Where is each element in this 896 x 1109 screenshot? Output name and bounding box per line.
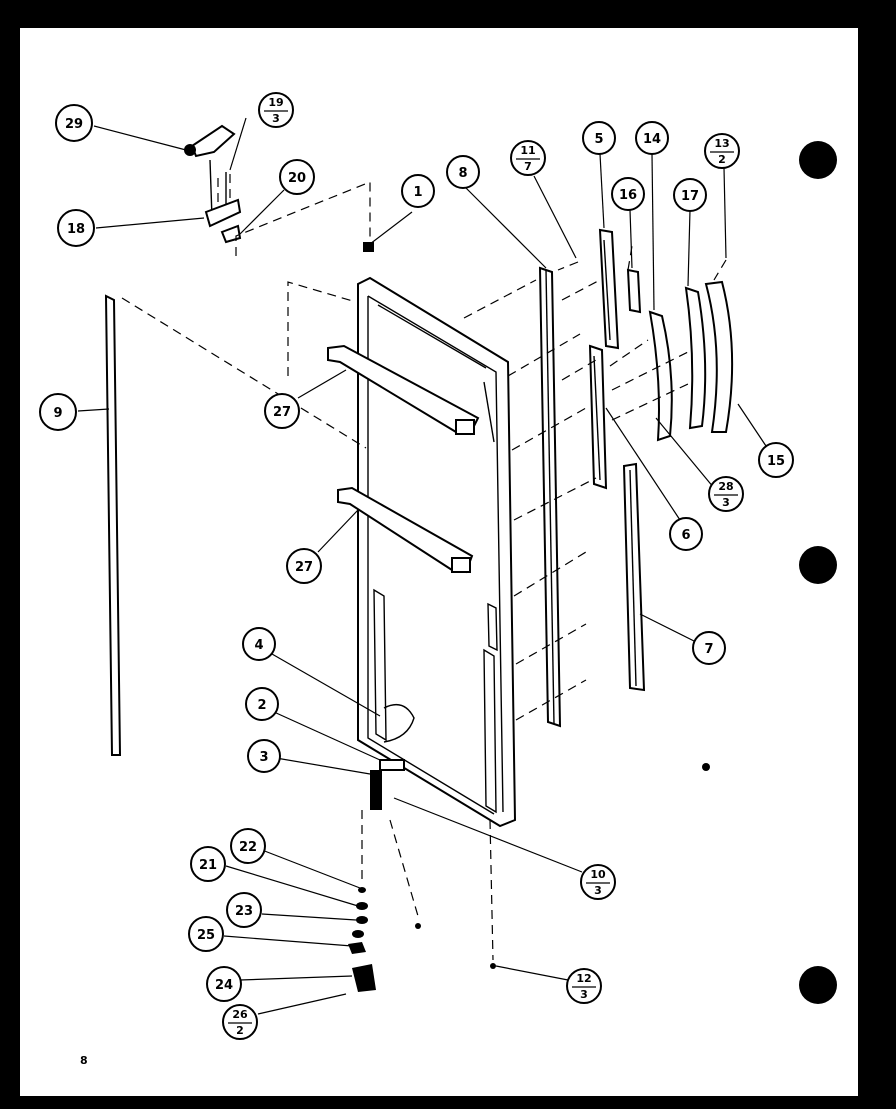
callout-27-lower: 27 xyxy=(286,548,322,584)
callout-25: 25 xyxy=(188,916,224,952)
svg-text:29: 29 xyxy=(65,117,83,132)
callout-9: 9 xyxy=(39,393,77,431)
svg-text:22: 22 xyxy=(239,840,257,855)
svg-text:7: 7 xyxy=(524,160,532,173)
door-gasket-part xyxy=(77,294,122,756)
callout-5: 5 xyxy=(582,121,616,155)
trim-strip-5-part xyxy=(598,228,620,350)
svg-text:10: 10 xyxy=(590,868,606,881)
callout-26-over-2: 26 2 xyxy=(222,1004,258,1040)
handle-part-15 xyxy=(704,280,734,433)
callout-22: 22 xyxy=(230,828,266,864)
svg-text:17: 17 xyxy=(681,189,699,204)
handle-part-17 xyxy=(684,286,707,430)
callout-4: 4 xyxy=(242,627,276,661)
callout-19-over-3: 19 3 xyxy=(258,92,294,128)
svg-text:2: 2 xyxy=(718,153,726,166)
svg-text:5: 5 xyxy=(594,132,603,147)
callout-11-over-7: 11 7 xyxy=(510,140,546,176)
svg-text:3: 3 xyxy=(594,884,602,897)
svg-text:12: 12 xyxy=(576,972,591,985)
svg-text:1: 1 xyxy=(413,185,422,200)
svg-text:28: 28 xyxy=(718,480,733,493)
callout-3: 3 xyxy=(247,739,281,773)
callout-18: 18 xyxy=(57,209,95,247)
svg-text:3: 3 xyxy=(272,112,280,125)
top-hinge-assembly xyxy=(184,124,374,252)
trim-strip-7-part xyxy=(622,462,646,692)
callout-8: 8 xyxy=(446,155,480,189)
binder-hole-middle xyxy=(799,546,837,584)
svg-text:27: 27 xyxy=(295,560,313,575)
bracket-16-part xyxy=(626,268,642,314)
shelf-rail-lower-part xyxy=(337,486,474,574)
svg-text:23: 23 xyxy=(235,904,253,919)
callout-7: 7 xyxy=(692,631,726,665)
svg-text:3: 3 xyxy=(580,988,588,1001)
bottom-hinge-assembly xyxy=(348,759,496,992)
svg-text:25: 25 xyxy=(197,928,215,943)
shelf-rail-upper-part xyxy=(327,344,480,436)
stray-dot xyxy=(702,763,710,771)
parts-diagram-sheet: 1 2 3 4 5 6 7 8 9 14 15 16 xyxy=(20,28,858,1096)
callout-27-upper: 27 xyxy=(264,393,300,429)
callout-17: 17 xyxy=(673,178,707,212)
callout-29: 29 xyxy=(55,104,93,142)
callout-28-over-3: 28 3 xyxy=(708,476,744,512)
svg-text:16: 16 xyxy=(619,188,637,203)
svg-text:3: 3 xyxy=(259,750,268,765)
svg-text:2: 2 xyxy=(236,1024,244,1037)
svg-text:19: 19 xyxy=(268,96,283,109)
svg-text:21: 21 xyxy=(199,858,217,873)
door-liner-strip-part xyxy=(538,266,562,728)
svg-text:26: 26 xyxy=(232,1008,248,1021)
callout-10-over-3: 10 3 xyxy=(580,864,616,900)
trim-strip-6-part xyxy=(588,344,608,490)
callout-23: 23 xyxy=(226,892,262,928)
exploded-view-diagram: 1 2 3 4 5 6 7 8 9 14 15 16 xyxy=(39,92,837,1067)
callout-24: 24 xyxy=(206,966,242,1002)
svg-text:6: 6 xyxy=(681,528,690,543)
svg-text:18: 18 xyxy=(67,222,85,237)
callout-2: 2 xyxy=(245,687,279,721)
callout-13-over-2: 13 2 xyxy=(704,133,740,169)
svg-text:27: 27 xyxy=(273,405,291,420)
leader-lines xyxy=(93,117,767,1015)
svg-text:4: 4 xyxy=(254,638,263,653)
callout-6: 6 xyxy=(669,517,703,551)
svg-text:7: 7 xyxy=(704,642,713,657)
assembly-dashed-lines xyxy=(121,174,727,961)
callout-21: 21 xyxy=(190,846,226,882)
svg-text:24: 24 xyxy=(215,978,233,993)
svg-text:20: 20 xyxy=(288,171,306,186)
callout-1: 1 xyxy=(401,174,435,208)
page-number: 8 xyxy=(80,1054,88,1067)
callout-12-over-3: 12 3 xyxy=(566,968,602,1004)
svg-text:3: 3 xyxy=(722,496,730,509)
callout-16: 16 xyxy=(611,177,645,211)
callout-14: 14 xyxy=(635,121,669,155)
binder-hole-bottom xyxy=(799,966,837,1004)
svg-text:13: 13 xyxy=(714,137,729,150)
binder-hole-top xyxy=(799,141,837,179)
svg-text:9: 9 xyxy=(53,406,62,421)
svg-text:15: 15 xyxy=(767,454,785,469)
handle-part-14 xyxy=(648,310,673,442)
callout-20: 20 xyxy=(279,159,315,195)
svg-text:8: 8 xyxy=(458,166,467,181)
svg-text:14: 14 xyxy=(643,132,661,147)
callout-15: 15 xyxy=(758,442,794,478)
svg-text:2: 2 xyxy=(257,698,266,713)
svg-text:11: 11 xyxy=(520,144,535,157)
